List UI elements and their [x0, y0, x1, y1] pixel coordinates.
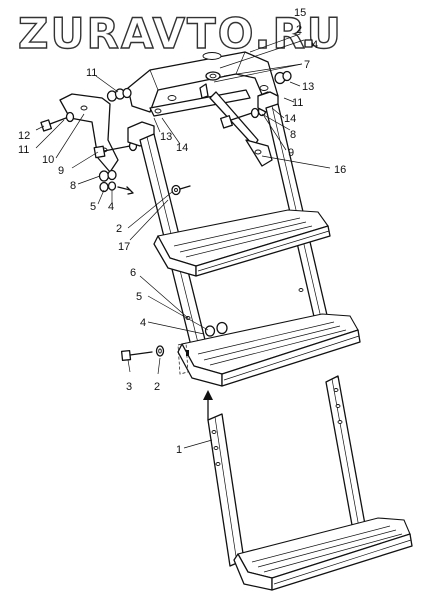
- callout-4-top: 4: [312, 39, 318, 51]
- callout-11-upper-left: 11: [86, 67, 97, 79]
- leader-lines: [35, 22, 331, 449]
- rail-washers: [171, 184, 228, 337]
- callout-9-right: 9: [288, 147, 294, 159]
- callout-5-lower: 5: [136, 291, 142, 303]
- callout-8-right: 8: [290, 129, 296, 141]
- callout-3: 3: [126, 381, 132, 393]
- strut-left: [149, 89, 251, 117]
- callout-16: 16: [334, 164, 346, 176]
- upper-mounting-bracket: [127, 51, 279, 113]
- bolt-3: [120, 345, 165, 362]
- callout-6: 6: [130, 267, 136, 279]
- callout-9-left: 9: [58, 165, 64, 177]
- callout-2-mid: 2: [116, 223, 122, 235]
- callout-11-left: 11: [18, 144, 29, 156]
- watermark-logo: ZURAVTO.RU: [18, 9, 343, 58]
- locator-guide: [177, 342, 189, 375]
- callout-4-upper: 4: [108, 201, 114, 213]
- insertion-arrow: [203, 390, 213, 421]
- callout-7: 7: [304, 59, 310, 71]
- callout-14-mid: 14: [176, 142, 188, 154]
- callout-4-lower: 4: [140, 317, 146, 329]
- callout-10: 10: [42, 154, 54, 166]
- callout-2-top: 2: [296, 24, 302, 36]
- callout-12: 12: [18, 130, 30, 142]
- callout-13-mid: 13: [160, 131, 172, 143]
- bolt-12: [40, 111, 75, 132]
- callout-1: 1: [176, 444, 182, 456]
- nut-cluster-upper-left: [106, 87, 132, 102]
- connector-mark: [186, 350, 189, 356]
- callout-11-right: 11: [292, 97, 303, 109]
- top-nut: [199, 39, 313, 99]
- callout-5-upper: 5: [90, 201, 96, 213]
- upper-ladder-frame: [127, 91, 361, 387]
- callout-8-left: 8: [70, 180, 76, 192]
- callout-17: 17: [118, 241, 130, 253]
- left-side-bracket: [59, 93, 119, 173]
- callout-2-bottom: 2: [154, 381, 160, 393]
- washers-left: [98, 169, 134, 195]
- callout-13-right: 13: [302, 81, 314, 93]
- callout-14-right: 14: [284, 113, 296, 125]
- lower-ladder-extension: [207, 375, 413, 591]
- callout-labels: 15 2 4 7 11 13 11 13 14 12 11 14 8 10 9 …: [18, 7, 346, 456]
- callout-15-top: 15: [294, 7, 306, 19]
